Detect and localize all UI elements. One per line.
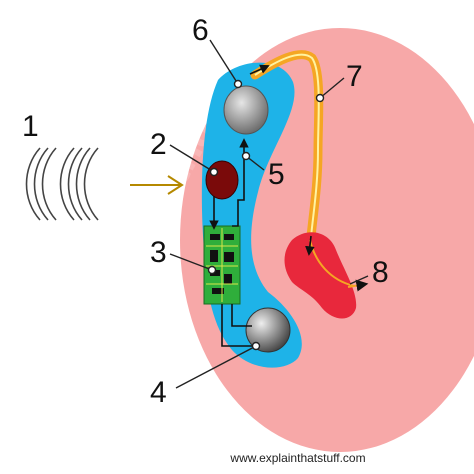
circuit-traces xyxy=(206,228,238,302)
microphone xyxy=(205,160,239,200)
leader-dot-5 xyxy=(241,151,251,161)
wire-board-to-receiver-b xyxy=(231,304,252,327)
label-5: 5 xyxy=(268,158,285,191)
ear-canal xyxy=(284,232,357,319)
leader-dot-7 xyxy=(315,93,325,103)
label-3: 3 xyxy=(150,236,167,269)
sound-waves xyxy=(25,147,99,221)
credit-text: www.explainthatstuff.com xyxy=(229,451,365,465)
leader-dot-2 xyxy=(209,167,219,177)
label-8: 8 xyxy=(372,256,389,289)
label-2: 2 xyxy=(150,128,167,161)
circuit-chips xyxy=(210,234,234,294)
tube-arrow-top xyxy=(249,64,270,75)
label-4: 4 xyxy=(150,376,167,409)
leader-line-6 xyxy=(209,39,239,85)
leader-dot-6 xyxy=(233,79,243,89)
leader-dot-4 xyxy=(251,341,261,351)
label-7: 7 xyxy=(346,60,363,93)
wire-board-to-speaker xyxy=(232,138,249,227)
leader-dot-3 xyxy=(207,265,217,275)
incoming-sound-arrow xyxy=(130,175,184,195)
leader-line-2 xyxy=(169,144,215,173)
leader-line-8 xyxy=(349,275,369,285)
sound-output-arrow xyxy=(347,279,369,292)
speaker xyxy=(223,85,269,135)
leader-line-4 xyxy=(175,345,257,389)
tube-highlight xyxy=(254,53,320,249)
label-6: 6 xyxy=(192,14,209,47)
label-1: 1 xyxy=(22,110,39,143)
receiver-component xyxy=(245,307,291,353)
leader-line-3 xyxy=(169,253,213,271)
wire-board-to-receiver-a xyxy=(221,304,258,347)
ear-arrow xyxy=(305,235,315,256)
leader-line-7 xyxy=(319,77,345,99)
